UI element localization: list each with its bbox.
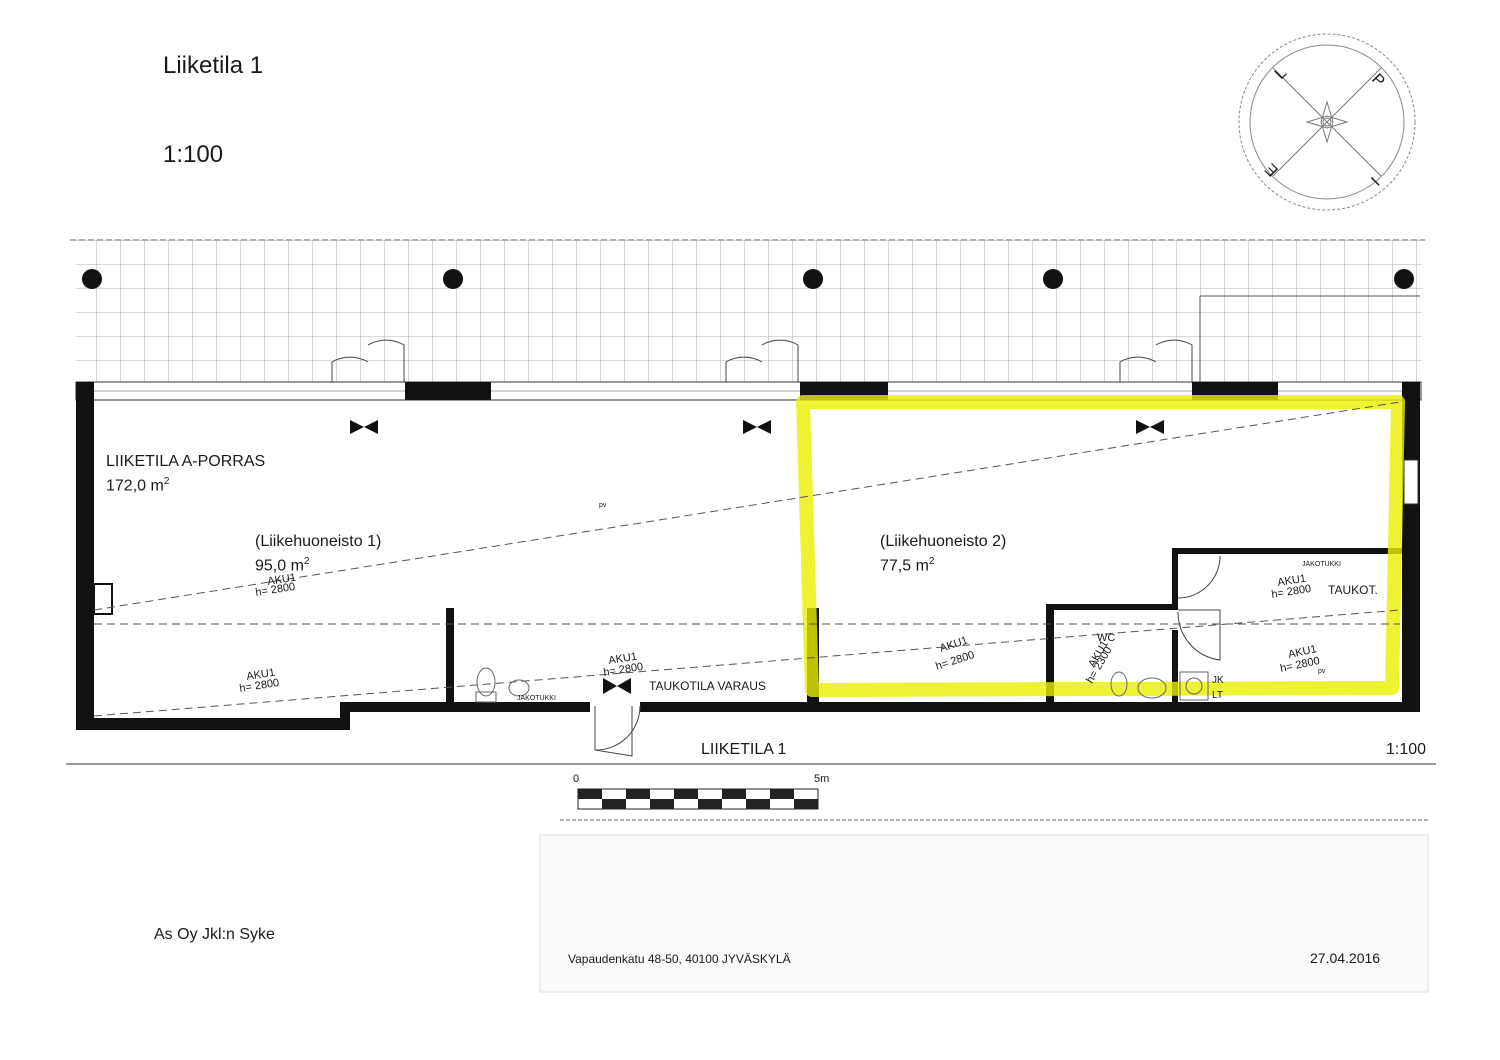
- column-markers: [82, 269, 1414, 289]
- svg-text:AKU1: AKU1: [246, 667, 276, 683]
- scale-bar-zero: 0: [573, 773, 580, 785]
- plan-caption-scale: 1:100: [1386, 741, 1427, 758]
- terrace-doors: [331, 339, 1193, 382]
- svg-text:AKU1: AKU1: [267, 572, 297, 588]
- address: Vapaudenkatu 48-50, 40100 JYVÄSKYLÄ: [568, 952, 791, 966]
- svg-text:h= 2800: h= 2800: [1279, 655, 1321, 675]
- svg-text:h= 2800: h= 2800: [1271, 583, 1312, 601]
- room-a-porras-label: LIIKETILA A-PORRAS 172,0 m2: [106, 452, 265, 496]
- svg-text:h= 2800: h= 2800: [255, 581, 296, 599]
- jakotukki-label-1: JAKOTUKKI: [517, 695, 556, 702]
- walls: [76, 382, 1420, 730]
- unit2-label: (Liikehuoneisto 2) 77,5 m2: [880, 532, 1006, 576]
- fixtures: [475, 667, 1209, 703]
- svg-text:AKU1: AKU1: [1287, 643, 1318, 661]
- window-symbols: [350, 420, 1164, 694]
- pv-marker-1: pv: [599, 502, 607, 509]
- unit2-name: (Liikehuoneisto 2): [880, 533, 1007, 550]
- taukot-label: TAUKOT.: [1328, 583, 1378, 597]
- unit2-highlight: [796, 395, 1405, 697]
- unit1-name: (Liikehuoneisto 1): [255, 533, 382, 550]
- room-a-area: 172,0 m2: [106, 476, 170, 495]
- unit2-area: 77,5 m2: [880, 556, 935, 575]
- drawing-title: Liiketila 1: [163, 52, 264, 79]
- svg-text:AKU1: AKU1: [608, 651, 638, 667]
- compass-rose: P I E L: [1238, 33, 1416, 211]
- jakotukki-label-2: JAKOTUKKI: [1302, 561, 1341, 568]
- taukotila-label: TAUKOTILA VARAUS: [649, 679, 766, 693]
- date: 27.04.2016: [1310, 950, 1381, 966]
- lt-label: LT: [1212, 690, 1223, 701]
- drawing-scale: 1:100: [163, 141, 224, 168]
- scale-bar: [577, 788, 819, 810]
- room-a-name: LIIKETILA A-PORRAS: [106, 453, 266, 470]
- unit1-area: 95,0 m2: [255, 556, 310, 575]
- aku-labels: AKU1 h= 2800 AKU1 h= 2800 AKU1 h= 2800 A…: [239, 572, 1321, 695]
- ceiling-lines: [93, 401, 1401, 717]
- wc-label: WC: [1097, 632, 1115, 644]
- title-block: [539, 834, 1429, 993]
- company-name: As Oy Jkl:n Syke: [154, 926, 275, 943]
- interior-doors: [594, 555, 1221, 757]
- terrace-grid: [76, 240, 1422, 382]
- scale-bar-five: 5m: [814, 773, 830, 785]
- pv-marker-2: pv: [1318, 668, 1326, 675]
- unit1-label: (Liikehuoneisto 1) 95,0 m2: [255, 532, 381, 576]
- svg-text:AKU1: AKU1: [1277, 573, 1307, 589]
- svg-text:h= 2800: h= 2800: [239, 677, 280, 695]
- plan-caption: LIIKETILA 1: [701, 741, 787, 758]
- jk-label: JK: [1212, 675, 1224, 686]
